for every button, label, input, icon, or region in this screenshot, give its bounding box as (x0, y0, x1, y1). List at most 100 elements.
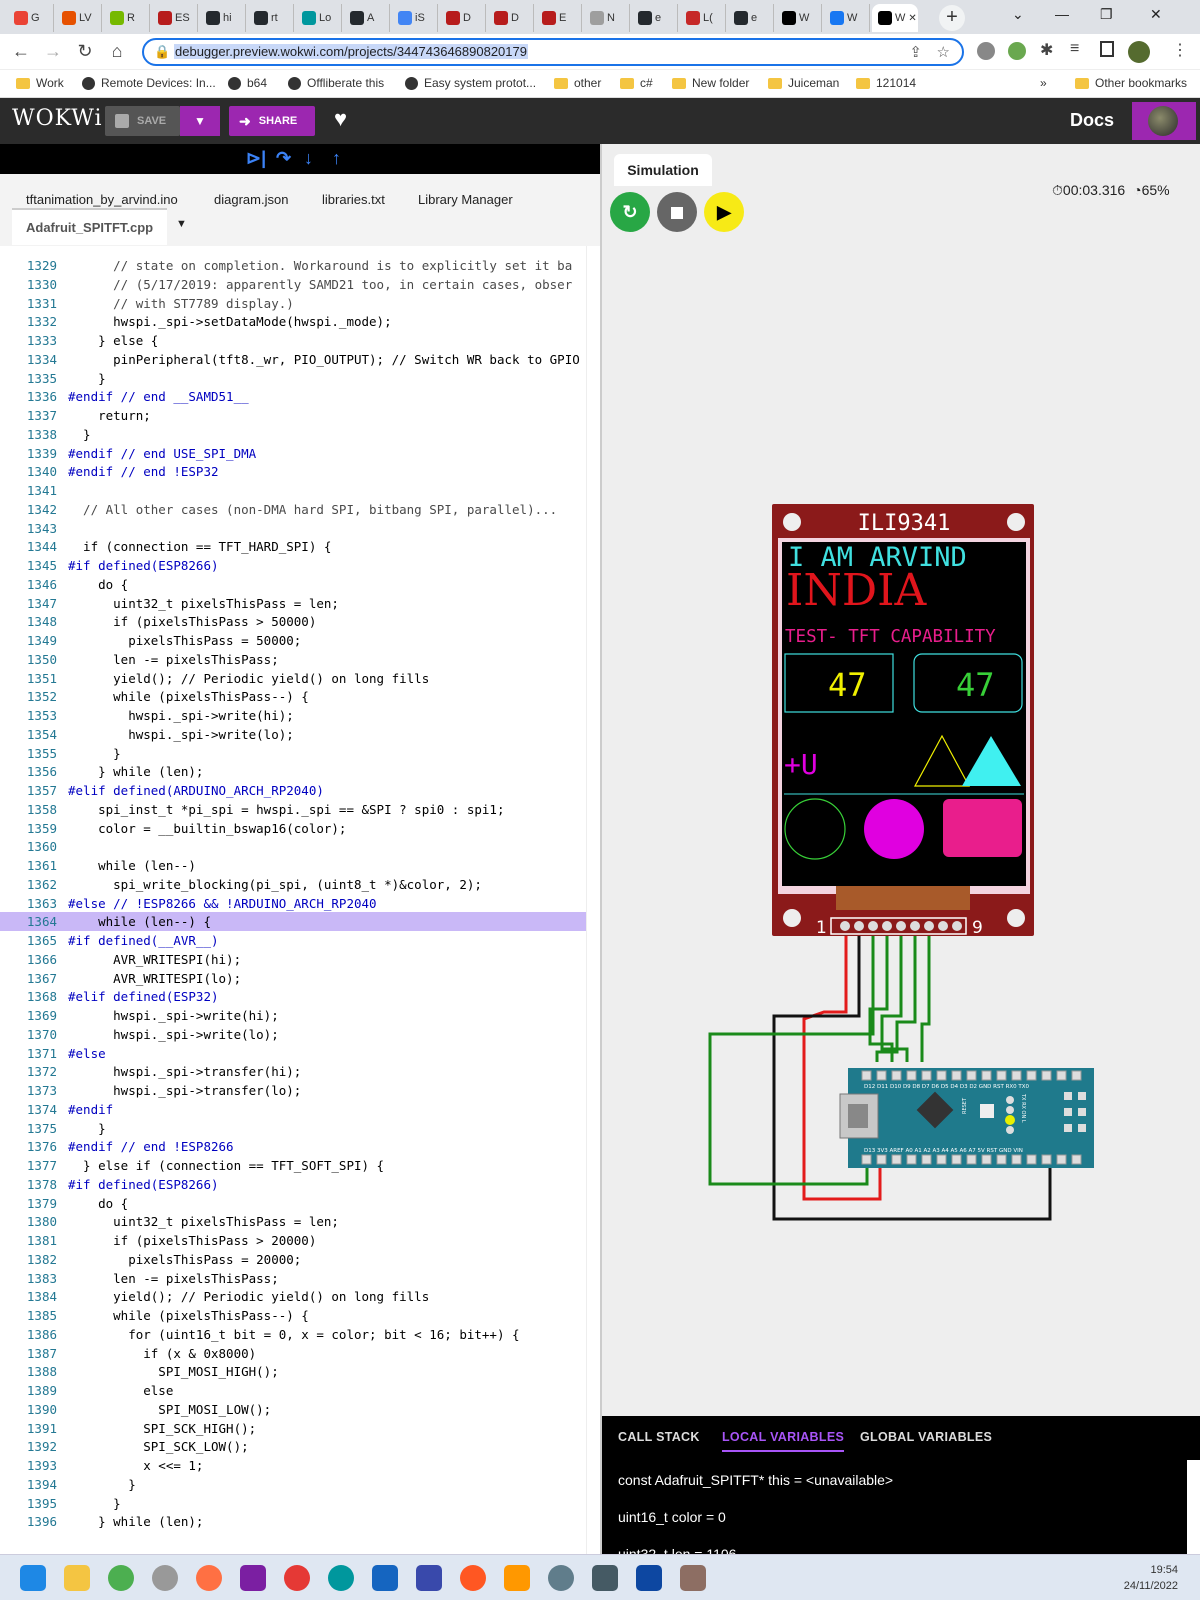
variable-color[interactable]: uint16_t color = 0 (618, 1509, 726, 1525)
code-line[interactable]: 1339#endif // end USE_SPI_DMA (0, 444, 600, 463)
line-number[interactable]: 1359 (26, 820, 57, 836)
code-text[interactable]: yield(); // Periodic yield() on long fil… (68, 670, 430, 686)
start-icon[interactable] (20, 1565, 46, 1591)
line-number[interactable]: 1331 (26, 295, 57, 311)
code-text[interactable]: do { (68, 1195, 129, 1211)
browser-tab[interactable]: ES (152, 4, 198, 32)
code-text[interactable]: do { (68, 576, 129, 592)
code-text[interactable]: hwspi._spi->write(lo); (68, 1026, 279, 1042)
code-line[interactable]: 1346 do { (0, 575, 600, 594)
stop-button[interactable] (657, 192, 697, 232)
code-text[interactable]: x <<= 1; (68, 1458, 204, 1473)
code-text[interactable]: } (68, 370, 106, 386)
tab-libraries-txt[interactable]: libraries.txt (322, 192, 385, 207)
code-text[interactable]: hwspi._spi->write(hi); (68, 1008, 279, 1023)
code-text[interactable]: SPI_SCK_HIGH(); (68, 1420, 257, 1436)
code-line[interactable]: 1395 } (0, 1494, 600, 1513)
line-number[interactable]: 1395 (26, 1495, 57, 1511)
new-tab-button[interactable]: + (939, 5, 965, 31)
code-line[interactable]: 1330 // (5/17/2019: apparently SAMD21 to… (0, 275, 600, 294)
code-line[interactable]: 1333 } else { (0, 331, 600, 350)
line-number[interactable]: 1352 (26, 689, 57, 705)
share-button[interactable]: ➜ SHARE (229, 106, 315, 136)
browser-tab[interactable]: rt (248, 4, 294, 32)
line-number[interactable]: 1381 (26, 1233, 57, 1248)
code-text[interactable]: uint32_t pixelsThisPass = len; (68, 595, 339, 611)
code-line[interactable]: 1362 spi_write_blocking(pi_spi, (uint8_t… (0, 875, 600, 894)
variable-this[interactable]: const Adafruit_SPITFT* this = <unavailab… (618, 1472, 894, 1488)
line-number[interactable]: 1337 (26, 408, 57, 423)
code-text[interactable]: } while (len); (68, 1514, 204, 1530)
code-text[interactable]: SPI_SCK_LOW(); (68, 1439, 249, 1455)
code-line[interactable]: 1336#endif // end __SAMD51__ (0, 387, 600, 406)
code-text[interactable]: while (len--) (68, 858, 196, 873)
code-text[interactable]: #endif (68, 1101, 114, 1117)
code-text[interactable]: SPI_MOSI_HIGH(); (68, 1364, 279, 1380)
code-line[interactable]: 1396 } while (len); (0, 1512, 600, 1531)
line-number[interactable]: 1383 (26, 1270, 57, 1286)
line-number[interactable]: 1332 (26, 314, 57, 330)
code-line[interactable]: 1342 // All other cases (non-DMA hard SP… (0, 500, 600, 519)
code-line[interactable]: 1367 AVR_WRITESPI(lo); (0, 969, 600, 988)
line-number[interactable]: 1382 (26, 1251, 57, 1267)
code-line[interactable]: 1392 SPI_SCK_LOW(); (0, 1437, 600, 1456)
chrome-icon[interactable] (108, 1565, 134, 1591)
code-line[interactable]: 1388 SPI_MOSI_HIGH(); (0, 1362, 600, 1381)
file-explorer-icon[interactable] (64, 1565, 90, 1591)
line-number[interactable]: 1339 (26, 445, 57, 461)
code-text[interactable]: #else (68, 1045, 106, 1061)
step-over-icon[interactable]: ↷ (276, 148, 292, 168)
line-number[interactable]: 1386 (26, 1326, 57, 1342)
code-text[interactable]: if (x & 0x8000) (68, 1345, 257, 1361)
address-bar[interactable]: 🔒 debugger.preview.wokwi.com/projects/34… (142, 38, 964, 66)
browser-tab[interactable]: W (824, 4, 870, 32)
line-number[interactable]: 1361 (26, 858, 57, 873)
line-number[interactable]: 1389 (26, 1383, 57, 1398)
code-text[interactable]: return; (68, 408, 151, 423)
home-icon[interactable]: ⌂ (111, 41, 123, 61)
code-line[interactable]: 1354 hwspi._spi->write(lo); (0, 725, 600, 744)
menu-icon[interactable]: ⋮ (1172, 42, 1188, 59)
code-line[interactable]: 1368#elif defined(ESP32) (0, 987, 600, 1006)
continue-icon[interactable]: ⊳| (246, 148, 267, 168)
close-tab-icon[interactable]: ✕ (908, 12, 917, 24)
step-into-icon[interactable]: ↓ (304, 148, 313, 168)
browser-tab[interactable]: LV (56, 4, 102, 32)
code-text[interactable]: hwspi._spi->transfer(lo); (68, 1083, 302, 1098)
bookmark-item[interactable]: other (554, 76, 601, 90)
clock[interactable]: 19:54 24/11/2022 (1123, 1564, 1178, 1592)
line-number[interactable]: 1393 (26, 1458, 57, 1473)
code-text[interactable]: hwspi._spi->setDataMode(hwspi._mode); (68, 314, 392, 330)
code-line[interactable]: 1341 (0, 481, 600, 500)
code-line[interactable]: 1353 hwspi._spi->write(hi); (0, 706, 600, 725)
code-line[interactable]: 1389 else (0, 1381, 600, 1400)
line-number[interactable]: 1387 (26, 1345, 57, 1361)
bookmark-item[interactable]: Remote Devices: In... (82, 76, 216, 90)
code-text[interactable]: for (uint16_t bit = 0, x = color; bit < … (68, 1326, 520, 1342)
line-number[interactable]: 1388 (26, 1364, 57, 1380)
code-text[interactable]: #endif // end __SAMD51__ (68, 389, 249, 405)
save-button[interactable]: SAVE (105, 106, 180, 136)
code-line[interactable]: 1378#if defined(ESP8266) (0, 1175, 600, 1194)
line-number[interactable]: 1338 (26, 426, 57, 442)
code-line[interactable]: 1335 } (0, 369, 600, 388)
line-number[interactable]: 1367 (26, 970, 57, 986)
code-text[interactable]: SPI_MOSI_LOW(); (68, 1401, 272, 1417)
code-line[interactable]: 1349 pixelsThisPass = 50000; (0, 631, 600, 650)
line-number[interactable]: 1366 (26, 951, 57, 967)
code-text[interactable]: } while (len); (68, 764, 204, 780)
browser-tab[interactable]: L( (680, 4, 726, 32)
code-line[interactable]: 1360 (0, 837, 600, 856)
tab-ino-file[interactable]: tftanimation_by_arvind.ino (26, 192, 178, 207)
code-line[interactable]: 1351 yield(); // Periodic yield() on lon… (0, 669, 600, 688)
save-dropdown-button[interactable]: ▼ (180, 106, 220, 136)
browser-tab[interactable]: W✕ (872, 4, 918, 32)
code-line[interactable]: 1329 // state on completion. Workaround … (0, 256, 600, 275)
tab-diagram-json[interactable]: diagram.json (214, 192, 289, 207)
line-number[interactable]: 1358 (26, 801, 57, 817)
browser-tab[interactable]: hi (200, 4, 246, 32)
user-menu[interactable] (1132, 102, 1196, 140)
code-text[interactable]: color = __builtin_bswap16(color); (68, 820, 347, 836)
puzzle-icon[interactable]: ✱ (1040, 42, 1054, 59)
code-text[interactable]: } (68, 426, 91, 442)
